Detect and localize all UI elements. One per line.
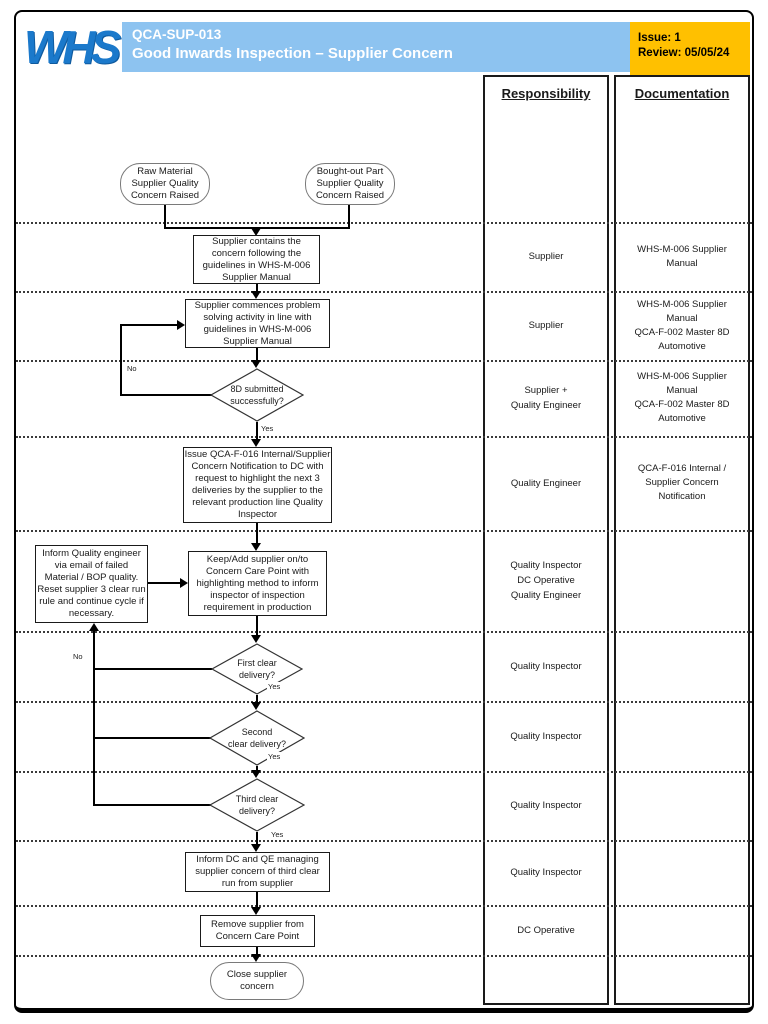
row-separator — [16, 840, 752, 842]
connector-line — [256, 832, 258, 844]
documentation-cell: QCA-F-016 Internal / Supplier Concern No… — [637, 463, 727, 502]
arrowhead — [251, 770, 261, 778]
title-banner: QCA-SUP-013 Good Inwards Inspection – Su… — [122, 22, 630, 72]
row-separator — [16, 905, 752, 907]
decision-second-clear-delivery: Second clear delivery? — [209, 710, 305, 766]
connector-line — [93, 737, 212, 739]
documentation-cell: WHS-M-006 Supplier Manual QCA-F-002 Mast… — [634, 298, 730, 352]
decision-second-clear-text: Second clear delivery? — [227, 727, 287, 749]
connector-line — [256, 523, 258, 543]
arrowhead — [251, 954, 261, 962]
yes-label: Yes — [267, 682, 282, 691]
yes-label: Yes — [270, 830, 285, 839]
yes-label: Yes — [260, 424, 275, 433]
no-label: No — [72, 652, 84, 661]
diamond-shape — [210, 368, 304, 422]
end-terminator-close-concern: Close supplier concern — [210, 962, 304, 1000]
start-terminator-bought-out: Bought-out Part Supplier Quality Concern… — [305, 163, 395, 205]
connector-line — [256, 348, 258, 360]
connector-line — [256, 284, 258, 291]
responsibility-cell: Quality Inspector — [510, 867, 582, 878]
document-code: QCA-SUP-013 — [132, 27, 222, 42]
row-separator — [16, 955, 752, 957]
decision-third-clear-delivery: Third clear delivery? — [209, 778, 305, 832]
arrowhead — [251, 635, 261, 643]
decision-8d-text: 8D submitted successfully? — [230, 384, 284, 406]
connector-line — [148, 582, 180, 584]
arrowhead — [251, 439, 261, 447]
documentation-column: Documentation — [614, 75, 750, 1005]
row-separator — [16, 631, 752, 633]
process-inform-dc-qe: Inform DC and QE managing supplier conce… — [185, 852, 330, 892]
diamond-shape — [209, 710, 305, 766]
connector-line — [256, 947, 258, 954]
issue-label: Issue: 1 — [638, 32, 681, 44]
process-problem-solving: Supplier commences problem solving activ… — [185, 299, 330, 348]
responsibility-cell: Quality Engineer — [510, 477, 582, 489]
issue-review-badge: Issue: 1 Review: 05/05/24 — [630, 22, 750, 77]
row-separator — [16, 771, 752, 773]
responsibility-cell: DC Operative — [517, 924, 575, 936]
connector-line — [93, 804, 212, 806]
responsibility-cell: Quality Inspector — [510, 800, 582, 811]
arrowhead — [89, 623, 99, 631]
diamond-shape — [211, 643, 303, 695]
connector-line — [164, 205, 166, 228]
connector-line — [348, 205, 350, 228]
row-separator — [16, 291, 752, 293]
decision-first-clear-text: First clear delivery? — [237, 658, 277, 680]
arrowhead — [251, 907, 261, 915]
decision-8d-submitted: 8D submitted successfully? — [210, 368, 304, 422]
page-border — [14, 10, 754, 1013]
review-label: Review: 05/05/24 — [638, 47, 730, 59]
connector-line — [120, 324, 178, 326]
row-separator — [16, 360, 752, 362]
row-separator — [16, 701, 752, 703]
responsibility-header: Responsibility — [501, 86, 591, 101]
responsibility-cell: Supplier — [528, 251, 564, 262]
row-separator — [16, 222, 752, 224]
process-inform-quality-engineer: Inform Quality engineer via email of fai… — [35, 545, 148, 623]
documentation-cell: WHS-M-006 Supplier Manual — [637, 243, 727, 269]
responsibility-cell: Quality Inspector — [510, 730, 582, 742]
connector-line — [256, 616, 258, 635]
arrowhead — [180, 578, 188, 588]
responsibility-column: Responsibility — [483, 75, 609, 1005]
connector-line — [256, 695, 258, 702]
page-title: Good Inwards Inspection – Supplier Conce… — [132, 45, 453, 62]
arrowhead — [251, 543, 261, 551]
arrowhead — [177, 320, 185, 330]
connector-line — [256, 892, 258, 907]
process-issue-notification: Issue QCA-F-016 Internal/Supplier Concer… — [183, 447, 332, 523]
connector-line — [256, 766, 258, 770]
row-separator — [16, 436, 752, 438]
arrowhead — [251, 228, 261, 236]
arrowhead — [251, 702, 261, 710]
responsibility-cell: Supplier — [528, 320, 564, 331]
start-terminator-raw-material: Raw Material Supplier Quality Concern Ra… — [120, 163, 210, 205]
responsibility-cell: Supplier + Quality Engineer — [510, 385, 582, 411]
process-concern-care-point: Keep/Add supplier on/to Concern Care Poi… — [188, 551, 327, 616]
connector-line — [120, 394, 212, 396]
documentation-header: Documentation — [634, 86, 730, 101]
decision-first-clear-delivery: First clear delivery? — [211, 643, 303, 695]
process-remove-supplier: Remove supplier from Concern Care Point — [200, 915, 315, 947]
documentation-cell: WHS-M-006 Supplier Manual QCA-F-002 Mast… — [634, 371, 730, 424]
connector-line — [120, 326, 122, 396]
responsibility-cell: Quality Inspector — [510, 660, 582, 672]
connector-line — [256, 422, 258, 439]
diamond-shape — [209, 778, 305, 832]
whs-logo: WHS — [24, 21, 121, 73]
no-label: No — [126, 364, 138, 373]
connector-line — [93, 631, 95, 806]
decision-third-clear-text: Third clear delivery? — [235, 794, 279, 816]
process-contain-concern: Supplier contains the concern following … — [193, 235, 320, 284]
arrowhead — [251, 360, 261, 368]
row-separator — [16, 530, 752, 532]
connector-line — [93, 668, 212, 670]
arrowhead — [251, 844, 261, 852]
arrowhead — [251, 291, 261, 299]
yes-label: Yes — [267, 752, 282, 761]
responsibility-cell: Quality Inspector DC Operative Quality E… — [510, 560, 582, 601]
